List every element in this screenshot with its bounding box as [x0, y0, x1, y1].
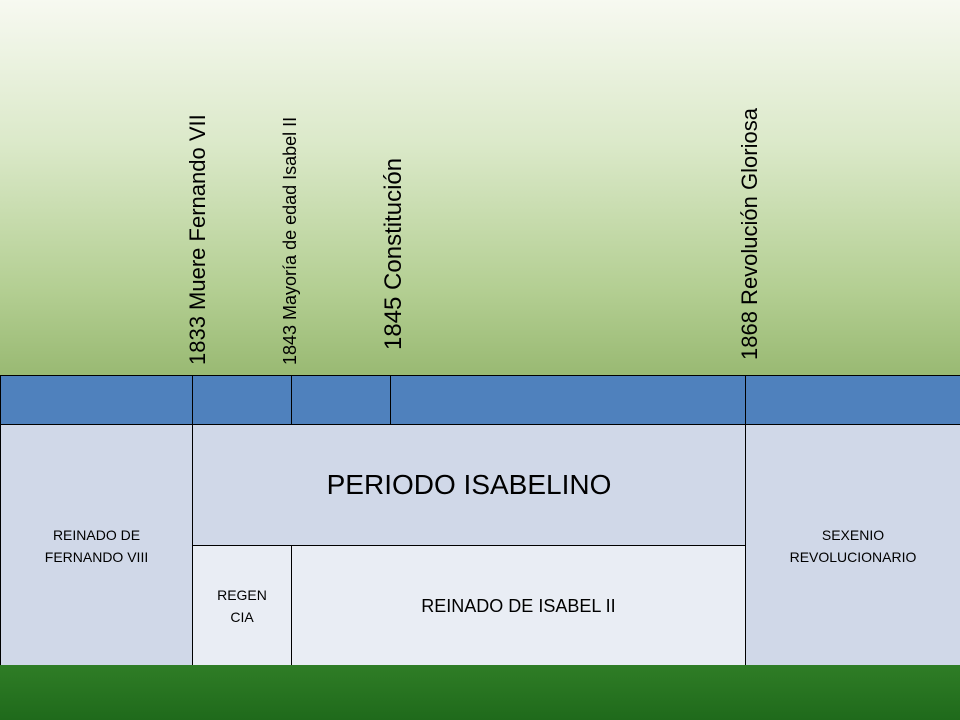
period-regencia-cell: REGEN CIA: [192, 545, 292, 667]
timeline-header-row: [0, 375, 960, 425]
timeline-table: REINADO DE FERNANDO VIII PERIODO ISABELI…: [0, 375, 960, 667]
header-cell-4: [390, 375, 746, 425]
header-cell-1: [0, 375, 193, 425]
period-fernando-line2: FERNANDO VIII: [44, 548, 149, 565]
period-isabelino-cell: PERIODO ISABELINO: [192, 424, 746, 546]
period-sexenio-cell: SEXENIO REVOLUCIONARIO: [745, 424, 960, 667]
event-1845-label: 1845 Constitución: [380, 157, 407, 350]
header-cell-3: [291, 375, 391, 425]
header-cell-5: [745, 375, 960, 425]
period-sexenio-line2: REVOLUCIONARIO: [789, 548, 917, 565]
period-sexenio-line1: SEXENIO: [821, 526, 885, 543]
event-1868-label: 1868 Revolución Gloriosa: [737, 108, 762, 360]
event-1833-label: 1833 Muere Fernando VII: [185, 114, 210, 365]
bottom-band: [0, 665, 960, 720]
period-regencia-line2: CIA: [230, 609, 254, 625]
period-fernando-cell: REINADO DE FERNANDO VIII: [0, 424, 193, 667]
event-1843-label: 1843 Mayoría de edad Isabel II: [280, 116, 300, 365]
period-regencia-line1: REGEN: [217, 587, 267, 603]
period-fernando-line1: REINADO DE: [52, 526, 141, 543]
header-cell-2: [192, 375, 292, 425]
period-isabel-cell: REINADO DE ISABEL II: [291, 545, 746, 667]
